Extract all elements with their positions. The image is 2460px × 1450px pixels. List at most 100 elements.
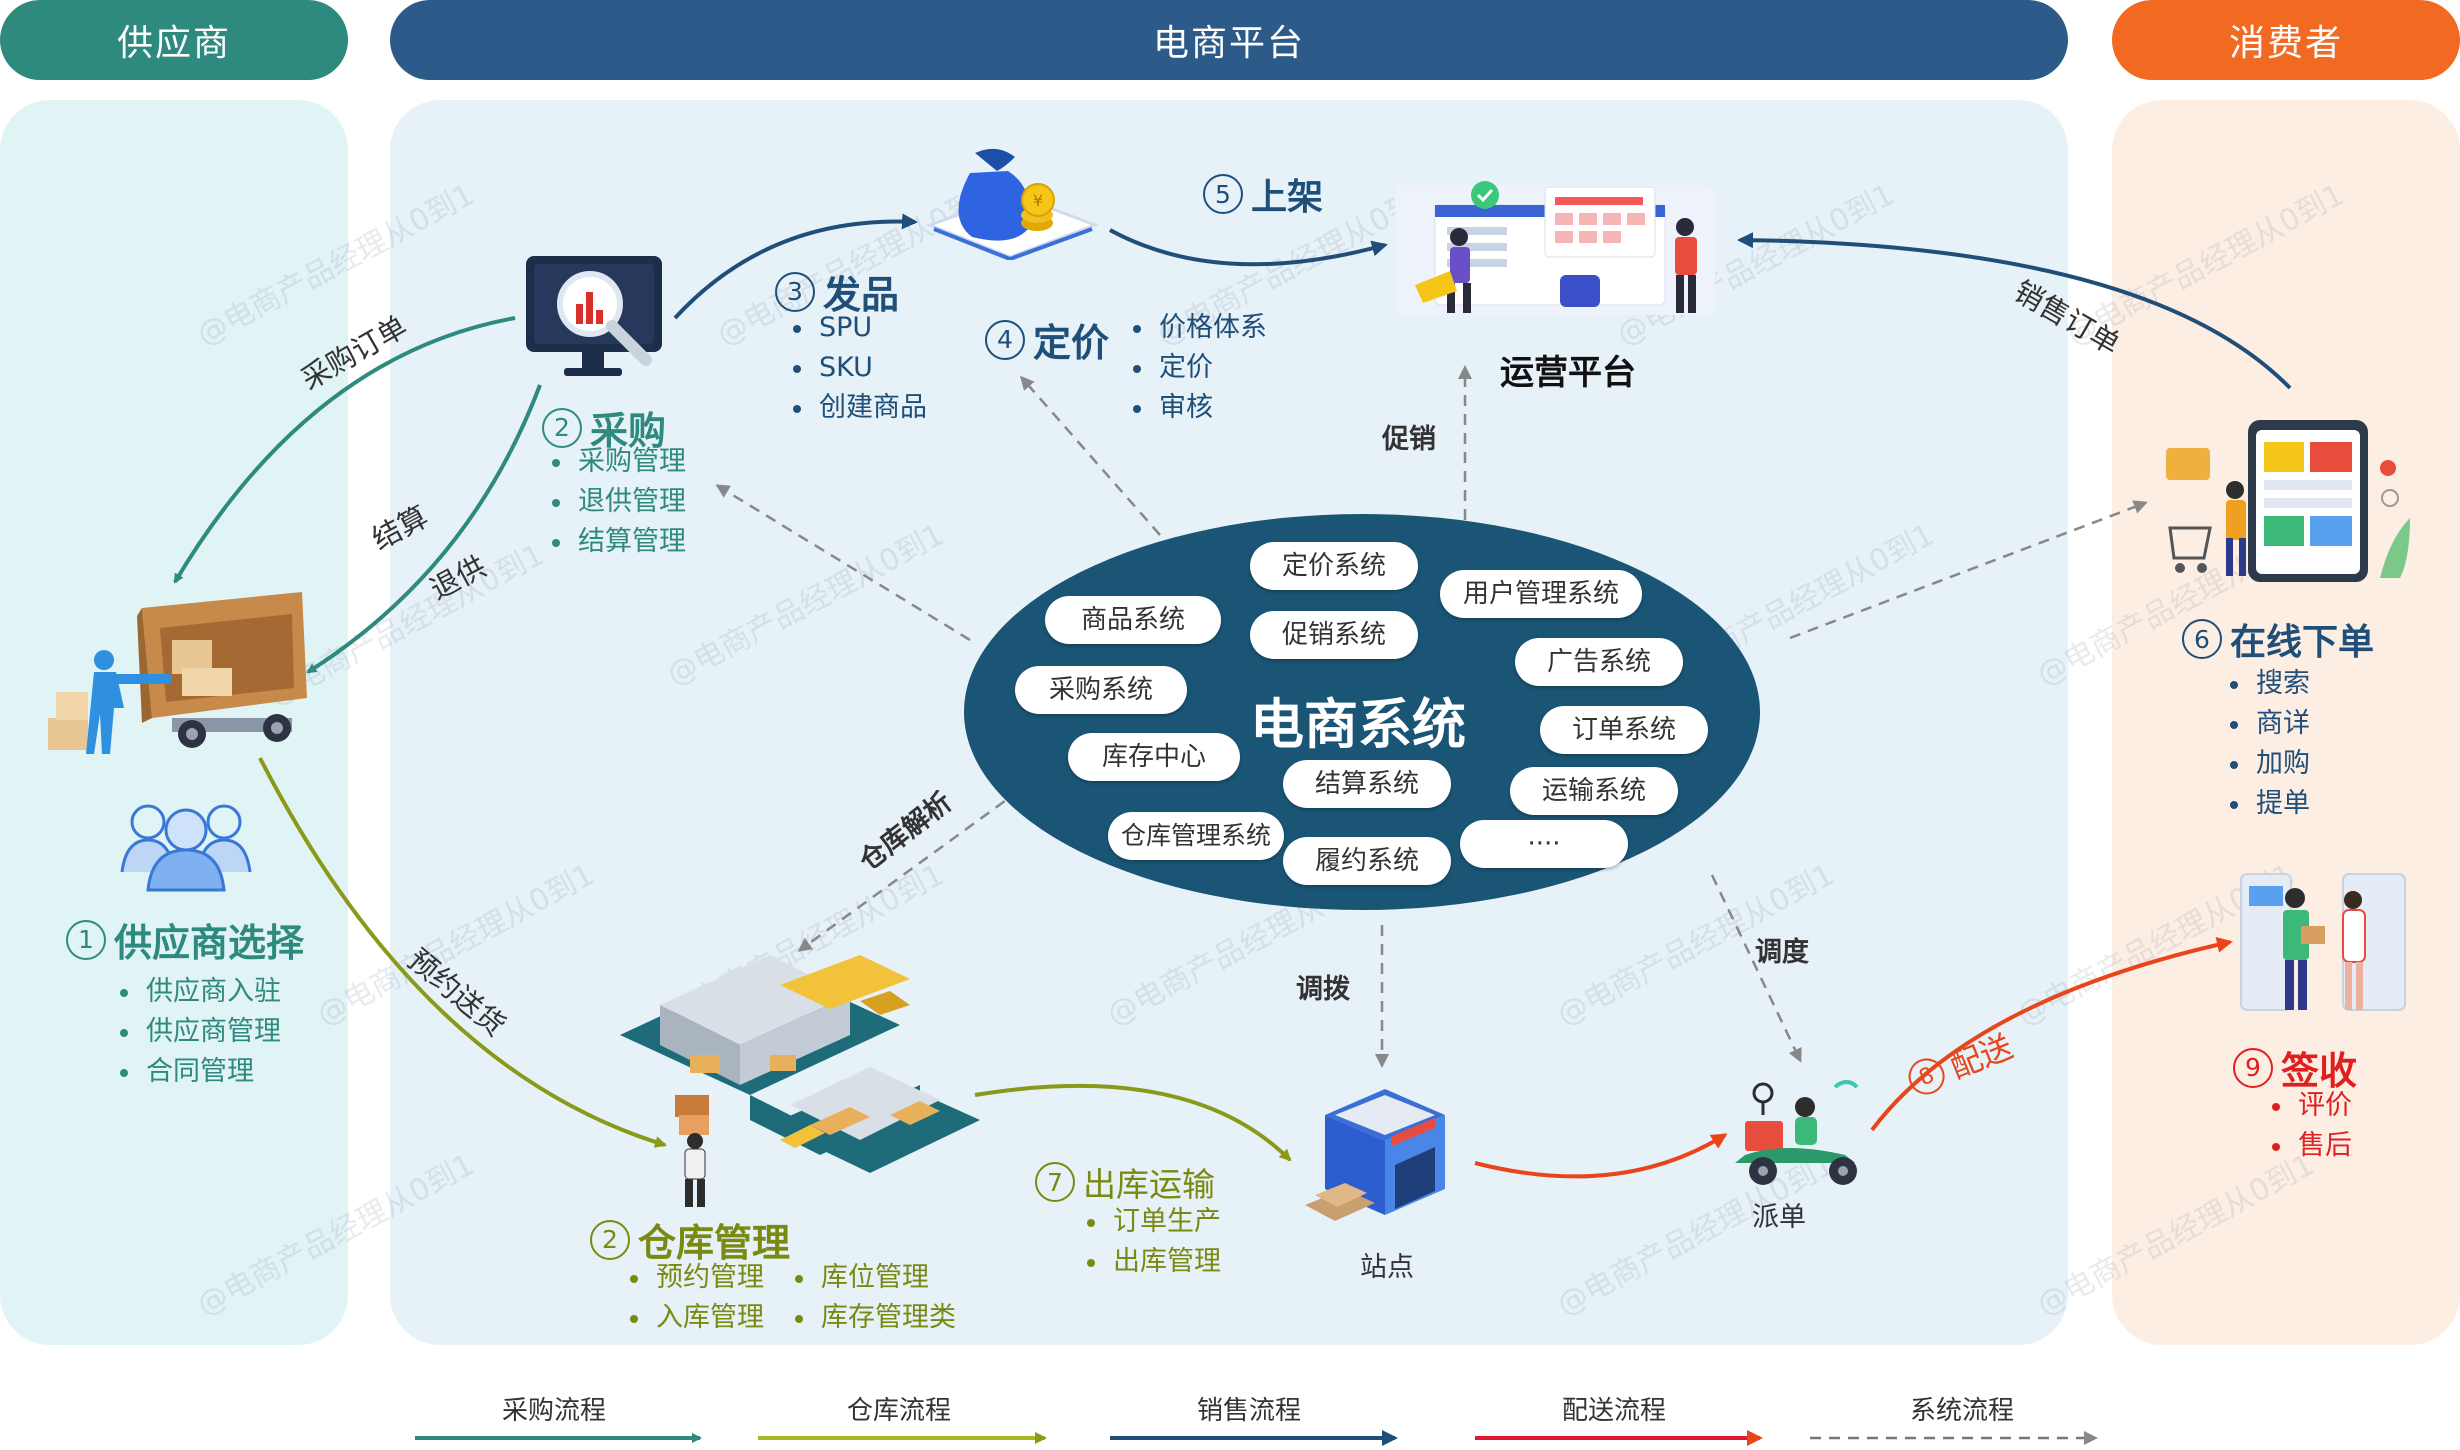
arrow-sales-order bbox=[1737, 232, 2292, 390]
list-item: 价格体系 bbox=[1133, 308, 1267, 348]
step-procure-title: 2 采购 bbox=[542, 400, 666, 455]
list-item: SKU bbox=[793, 348, 927, 388]
label-promo: 促销 bbox=[1382, 424, 1436, 455]
list-item: 售后 bbox=[2272, 1126, 2352, 1166]
list-item: 商详 bbox=[2230, 704, 2310, 744]
legend-purchase: 采购流程 bbox=[502, 1396, 607, 1426]
list-item: 预约管理 bbox=[630, 1258, 764, 1298]
worker-carrying-icon bbox=[675, 1095, 709, 1207]
step-title-text: 仓库管理 bbox=[638, 1221, 791, 1265]
system-pill[interactable]: 定价系统 bbox=[1250, 542, 1418, 590]
list-item: 审核 bbox=[1133, 388, 1267, 428]
step-number: 5 bbox=[1203, 174, 1243, 214]
ops-platform-title: 运营平台 bbox=[1500, 353, 1636, 393]
step-title-text: 出库运输 bbox=[1083, 1165, 1215, 1204]
step-title-text: 上架 bbox=[1251, 177, 1324, 218]
list-item: 订单生产 bbox=[1087, 1202, 1221, 1242]
step-number: 2 bbox=[590, 1219, 630, 1260]
warehouse-items-left: 预约管理 入库管理 bbox=[630, 1258, 764, 1338]
step-sign-title: 9 签收 bbox=[2233, 1040, 2357, 1095]
arrow-ship bbox=[673, 213, 918, 320]
pricing-items: 价格体系 定价 审核 bbox=[1133, 308, 1267, 428]
label-allocate: 调拨 bbox=[1296, 974, 1350, 1005]
system-pill[interactable]: 运输系统 bbox=[1510, 767, 1678, 815]
step-title-text: 签收 bbox=[2281, 1049, 2358, 1093]
header-consumer: 消费者 bbox=[2112, 0, 2460, 80]
label-station: 站点 bbox=[1360, 1252, 1414, 1283]
step-supplier-title: 1 供应商选择 bbox=[66, 912, 304, 967]
arrow-sys-warehouse bbox=[797, 788, 1021, 952]
center-title: 电商系统 bbox=[1250, 693, 1466, 756]
pricing-bag-icon: ¥ bbox=[925, 148, 1100, 260]
header-supplier: 供应商 bbox=[0, 0, 348, 80]
station-store-icon bbox=[1305, 1089, 1445, 1221]
arrow-outbound bbox=[974, 1083, 1292, 1162]
list-item: 出库管理 bbox=[1087, 1242, 1221, 1282]
arrow-sys-order bbox=[1789, 500, 2148, 640]
list-item: 搜索 bbox=[2230, 664, 2310, 704]
step-title-text: 在线下单 bbox=[2230, 622, 2375, 663]
step-number: 3 bbox=[775, 271, 815, 312]
list-item: 供应商入驻 bbox=[120, 972, 281, 1012]
delivery-truck-icon bbox=[48, 592, 307, 754]
svg-text:¥: ¥ bbox=[1033, 191, 1043, 210]
system-pill[interactable]: ···· bbox=[1460, 820, 1628, 868]
arrow-deliver bbox=[1870, 937, 2233, 1132]
order-items: 搜索 商详 加购 提单 bbox=[2230, 664, 2310, 824]
legend-warehouse: 仓库流程 bbox=[847, 1396, 952, 1426]
supplier-people-icon bbox=[120, 804, 252, 892]
system-pill[interactable]: 商品系统 bbox=[1045, 596, 1221, 644]
system-pill[interactable]: 促销系统 bbox=[1250, 611, 1418, 659]
warehouse-items-right: 库位管理 库存管理类 bbox=[795, 1258, 956, 1338]
arrow-station-dispatch bbox=[1474, 1133, 1728, 1179]
arrow-sys-dispatch bbox=[1710, 874, 1802, 1063]
step-number: 7 bbox=[1035, 1162, 1075, 1202]
step-number: 6 bbox=[2182, 619, 2222, 659]
list-item: 采购管理 bbox=[552, 442, 686, 482]
step-number: 1 bbox=[66, 919, 106, 960]
sign-items: 评价 售后 bbox=[2272, 1086, 2352, 1166]
operations-dashboard-icon bbox=[1395, 181, 1715, 315]
system-pill[interactable]: 订单系统 bbox=[1540, 706, 1708, 754]
system-pill[interactable]: 用户管理系统 bbox=[1440, 570, 1642, 618]
legend-sales: 销售流程 bbox=[1197, 1396, 1302, 1426]
warehouse-icon bbox=[620, 955, 980, 1173]
system-pill[interactable]: 仓库管理系统 bbox=[1108, 812, 1284, 860]
list-item: 库存管理类 bbox=[795, 1298, 956, 1338]
system-pill[interactable]: 采购系统 bbox=[1015, 666, 1187, 714]
legend-delivery: 配送流程 bbox=[1562, 1396, 1667, 1426]
step-title-text: 采购 bbox=[590, 409, 667, 453]
list-item: 入库管理 bbox=[630, 1298, 764, 1338]
list-item: SPU bbox=[793, 308, 927, 348]
list-item: 合同管理 bbox=[120, 1052, 281, 1092]
step-title-text: 定价 bbox=[1033, 321, 1110, 365]
legend-system: 系统流程 bbox=[1910, 1396, 2015, 1426]
system-pill[interactable]: 履约系统 bbox=[1283, 837, 1451, 885]
supplier-items: 供应商入驻 供应商管理 合同管理 bbox=[120, 972, 281, 1092]
step-title-text: 供应商选择 bbox=[114, 921, 305, 965]
arrow-sys-procure bbox=[715, 484, 971, 642]
arrow-sys-pricing bbox=[1020, 375, 1161, 536]
list-item: 定价 bbox=[1133, 348, 1267, 388]
monitor-search-icon bbox=[526, 256, 662, 376]
online-shopping-icon bbox=[2166, 420, 2410, 582]
arrow-purchase-order bbox=[173, 316, 516, 584]
label-dispatch-order: 派单 bbox=[1752, 1202, 1806, 1233]
sign-receipt-icon bbox=[2240, 873, 2406, 1011]
step-number: 4 bbox=[985, 319, 1025, 360]
step-number: 2 bbox=[542, 407, 582, 448]
system-pill[interactable]: 结算系统 bbox=[1283, 760, 1451, 808]
courier-scooter-icon bbox=[1735, 1080, 1859, 1185]
system-pill[interactable]: 库存中心 bbox=[1068, 733, 1240, 781]
step-number: 9 bbox=[2233, 1047, 2273, 1088]
list-item: 评价 bbox=[2272, 1086, 2352, 1126]
outbound-items: 订单生产 出库管理 bbox=[1087, 1202, 1221, 1282]
header-platform: 电商平台 bbox=[390, 0, 2068, 80]
ship-items: SPU SKU 创建商品 bbox=[793, 308, 927, 428]
list-item: 库位管理 bbox=[795, 1258, 956, 1298]
list-item: 提单 bbox=[2230, 784, 2310, 824]
system-pill[interactable]: 广告系统 bbox=[1515, 638, 1683, 686]
arrow-listing bbox=[1109, 228, 1388, 267]
step-ship-title: 3 发品 bbox=[775, 264, 899, 319]
